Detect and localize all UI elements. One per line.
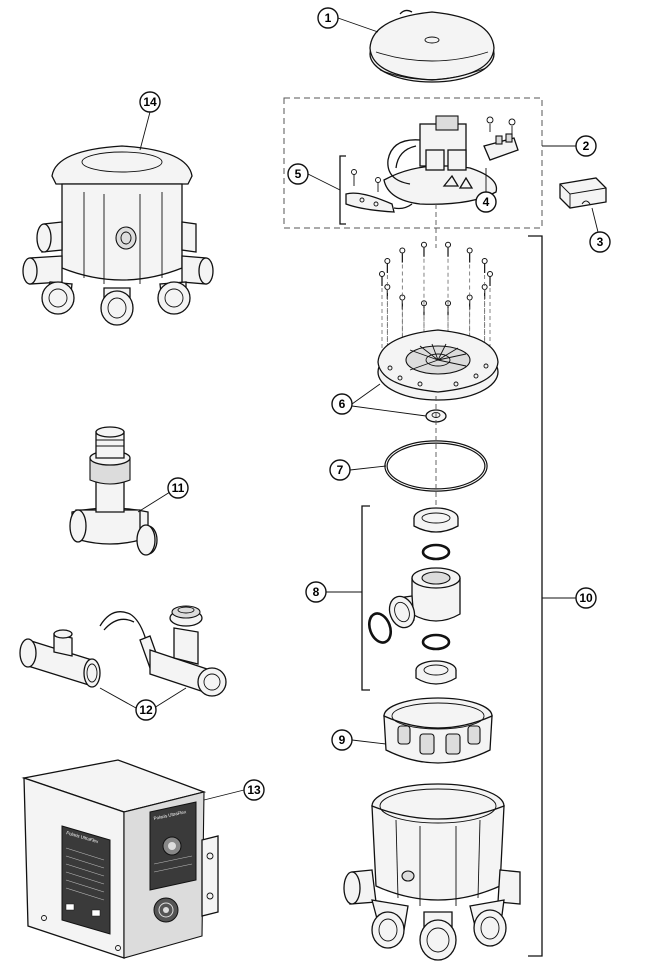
callout-9: 9 [331,729,387,751]
svg-text:13: 13 [247,783,261,797]
screw [420,241,427,335]
callout-11: 11 [137,477,189,513]
callout-13: 13 [203,779,265,801]
part-12-tee-and-sensor-fitting [19,605,227,697]
svg-text:2: 2 [583,139,590,153]
screw [399,247,406,338]
callout-7: 7 [329,459,387,481]
svg-text:6: 6 [339,397,346,411]
part-7-o-ring [384,440,488,492]
part-11-tee-union [69,426,158,556]
part-2-actuator-assembly [383,115,519,205]
callout-8: 8 [305,581,362,603]
screw [466,247,473,338]
svg-text:Polaris UltraFlex: Polaris UltraFlex [153,809,187,821]
callout-3: 3 [589,207,611,253]
screw [384,257,391,345]
part-3-cover [559,177,607,209]
callout-12: 12 [99,687,187,721]
callout-4: 4 [475,168,497,213]
part-9-collar-band [383,697,493,764]
part-1-lid [369,9,495,83]
svg-text:7: 7 [337,463,344,477]
svg-text:3: 3 [597,235,604,249]
svg-text:1: 1 [325,11,332,25]
svg-text:9: 9 [339,733,346,747]
svg-text:14: 14 [143,95,157,109]
svg-text:8: 8 [313,585,320,599]
part-2-group-boundary [283,97,543,229]
svg-text:5: 5 [295,167,302,181]
svg-text:4: 4 [483,195,490,209]
screw [445,241,452,335]
screw [379,271,385,352]
svg-text:12: 12 [139,703,153,717]
callout-10: 10 [528,235,597,957]
callout-14: 14 [139,91,161,151]
callout-5: 5 [287,163,341,191]
part-6-valve-cover-plate [377,329,499,401]
part-8-valve-body-group [361,505,461,691]
screw [481,257,488,345]
part-14-complete-valve [22,145,214,326]
svg-text:10: 10 [579,591,593,605]
svg-text:11: 11 [172,481,185,495]
callout-6: 6 [331,383,427,417]
part-13-control-box: Polaris UltraFlex Polaris UltraFlex [21,759,219,959]
callout-2: 2 [542,135,597,157]
callout-1: 1 [317,7,379,33]
screw [487,271,493,352]
housing-base [343,783,521,961]
